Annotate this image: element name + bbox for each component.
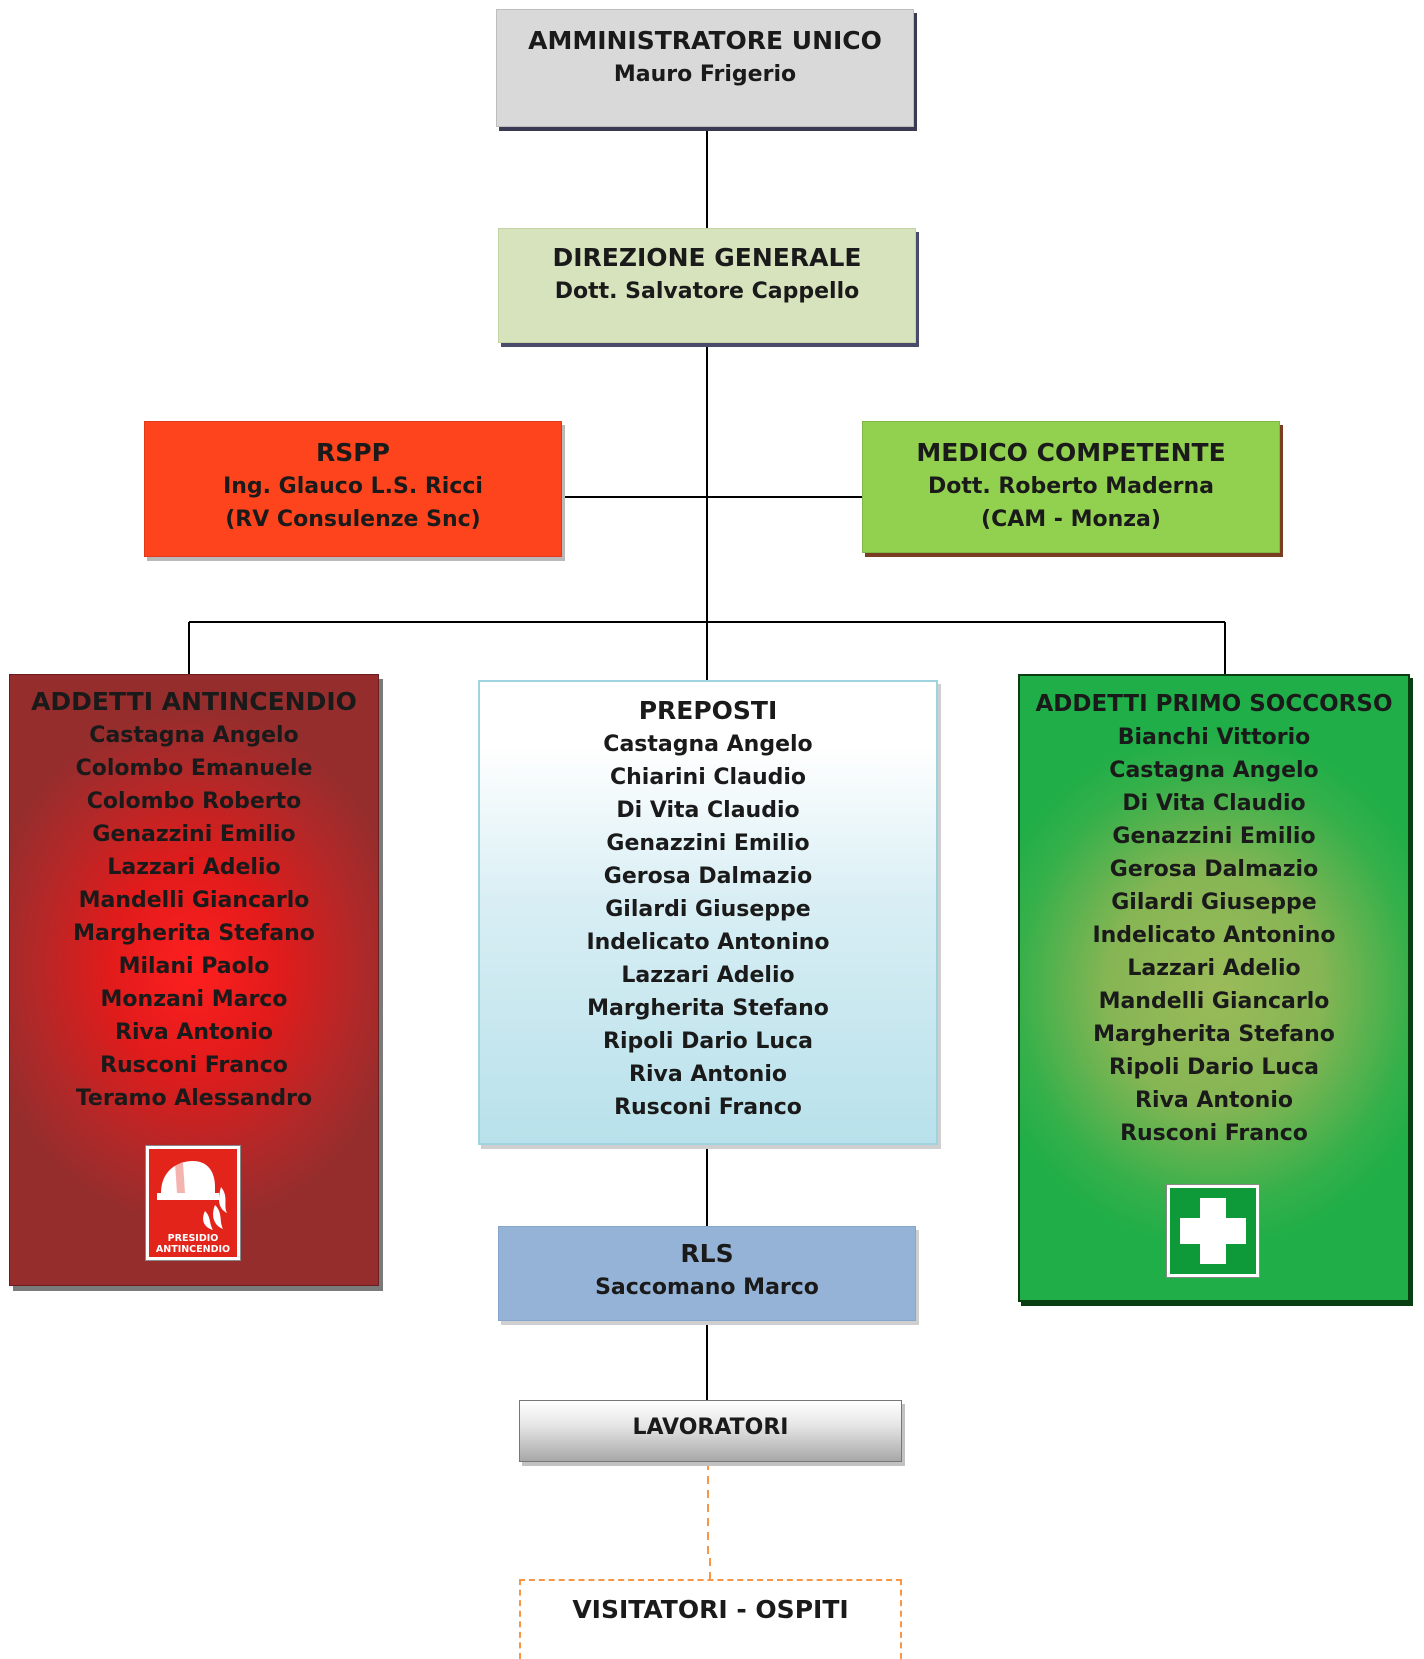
admin-title: AMMINISTRATORE UNICO [528, 26, 882, 55]
list-item: Lazzari Adelio [107, 855, 281, 880]
sign-caption-line2: ANTINCENDIO [155, 1244, 231, 1255]
rspp-name: Ing. Glauco L.S. Ricci [223, 474, 483, 499]
sign-caption-line1: PRESIDIO [167, 1233, 219, 1244]
list-item: Gilardi Giuseppe [605, 897, 811, 922]
admin-box: AMMINISTRATORE UNICO Mauro Frigerio [496, 9, 914, 127]
antincendio-box: ADDETTI ANTINCENDIO Castagna Angelo Colo… [9, 674, 379, 1286]
primo-soccorso-title: ADDETTI PRIMO SOCCORSO [1035, 691, 1393, 717]
admin-name: Mauro Frigerio [613, 62, 797, 87]
lavoratori-box: LAVORATORI [519, 1400, 902, 1462]
list-item: Lazzari Adelio [621, 963, 795, 988]
list-item: Chiarini Claudio [609, 765, 807, 790]
list-item: Gerosa Dalmazio [603, 864, 813, 889]
medico-company: (CAM - Monza) [981, 507, 1161, 532]
list-item: Teramo Alessandro [75, 1086, 313, 1111]
list-item: Rusconi Franco [100, 1053, 288, 1078]
list-item: Riva Antonio [115, 1020, 273, 1045]
list-item: Di Vita Claudio [1122, 791, 1306, 816]
list-item: Margherita Stefano [587, 996, 829, 1021]
connector-lavoratori-visitatori [707, 1462, 711, 1579]
rspp-box: RSPP Ing. Glauco L.S. Ricci (RV Consulen… [144, 421, 562, 557]
rls-title: RLS [680, 1239, 734, 1268]
list-item: Colombo Roberto [86, 789, 302, 814]
list-item: Mandelli Giancarlo [1098, 989, 1330, 1014]
visitatori-box: VISITATORI - OSPITI [519, 1579, 902, 1659]
medico-box: MEDICO COMPETENTE Dott. Roberto Maderna … [862, 421, 1280, 553]
list-item: Rusconi Franco [1120, 1121, 1308, 1146]
visitatori-title: VISITATORI - OSPITI [572, 1595, 849, 1624]
list-item: Rusconi Franco [614, 1095, 802, 1120]
list-item: Castagna Angelo [603, 732, 813, 757]
list-item: Gilardi Giuseppe [1111, 890, 1317, 915]
list-item: Castagna Angelo [1109, 758, 1319, 783]
list-item: Margherita Stefano [73, 921, 315, 946]
direzione-name: Dott. Salvatore Cappello [554, 279, 860, 304]
lavoratori-title: LAVORATORI [632, 1415, 789, 1440]
list-item: Ripoli Dario Luca [603, 1029, 813, 1054]
list-item: Riva Antonio [1135, 1088, 1293, 1113]
primo-soccorso-box: ADDETTI PRIMO SOCCORSO Bianchi Vittorio … [1018, 674, 1410, 1302]
list-item: Riva Antonio [629, 1062, 787, 1087]
direzione-box: DIREZIONE GENERALE Dott. Salvatore Cappe… [498, 228, 916, 343]
list-item: Castagna Angelo [89, 723, 299, 748]
list-item: Genazzini Emilio [92, 822, 296, 847]
list-item: Indelicato Antonino [586, 930, 830, 955]
list-item: Margherita Stefano [1093, 1022, 1335, 1047]
list-item: Monzani Marco [100, 987, 288, 1012]
rls-box: RLS Saccomano Marco [498, 1226, 916, 1321]
rls-name: Saccomano Marco [595, 1275, 819, 1300]
list-item: Mandelli Giancarlo [78, 888, 310, 913]
list-item: Indelicato Antonino [1092, 923, 1336, 948]
list-item: Lazzari Adelio [1127, 956, 1301, 981]
antincendio-title: ADDETTI ANTINCENDIO [31, 687, 357, 716]
preposti-title: PREPOSTI [638, 696, 778, 725]
list-item: Genazzini Emilio [606, 831, 810, 856]
list-item: Ripoli Dario Luca [1109, 1055, 1319, 1080]
list-item: Di Vita Claudio [616, 798, 800, 823]
medico-title: MEDICO COMPETENTE [916, 438, 1226, 467]
preposti-box: PREPOSTI Castagna Angelo Chiarini Claudi… [478, 680, 938, 1145]
medico-name: Dott. Roberto Maderna [927, 474, 1215, 499]
list-item: Milani Paolo [118, 954, 270, 979]
first-aid-cross-icon [1166, 1184, 1260, 1278]
rspp-company: (RV Consulenze Snc) [225, 507, 481, 532]
fire-extinguisher-sign-icon: PRESIDIO ANTINCENDIO [145, 1145, 241, 1261]
list-item: Bianchi Vittorio [1117, 725, 1311, 750]
rspp-title: RSPP [316, 438, 390, 467]
list-item: Gerosa Dalmazio [1109, 857, 1319, 882]
list-item: Genazzini Emilio [1112, 824, 1316, 849]
direzione-title: DIREZIONE GENERALE [552, 243, 862, 272]
list-item: Colombo Emanuele [75, 756, 313, 781]
